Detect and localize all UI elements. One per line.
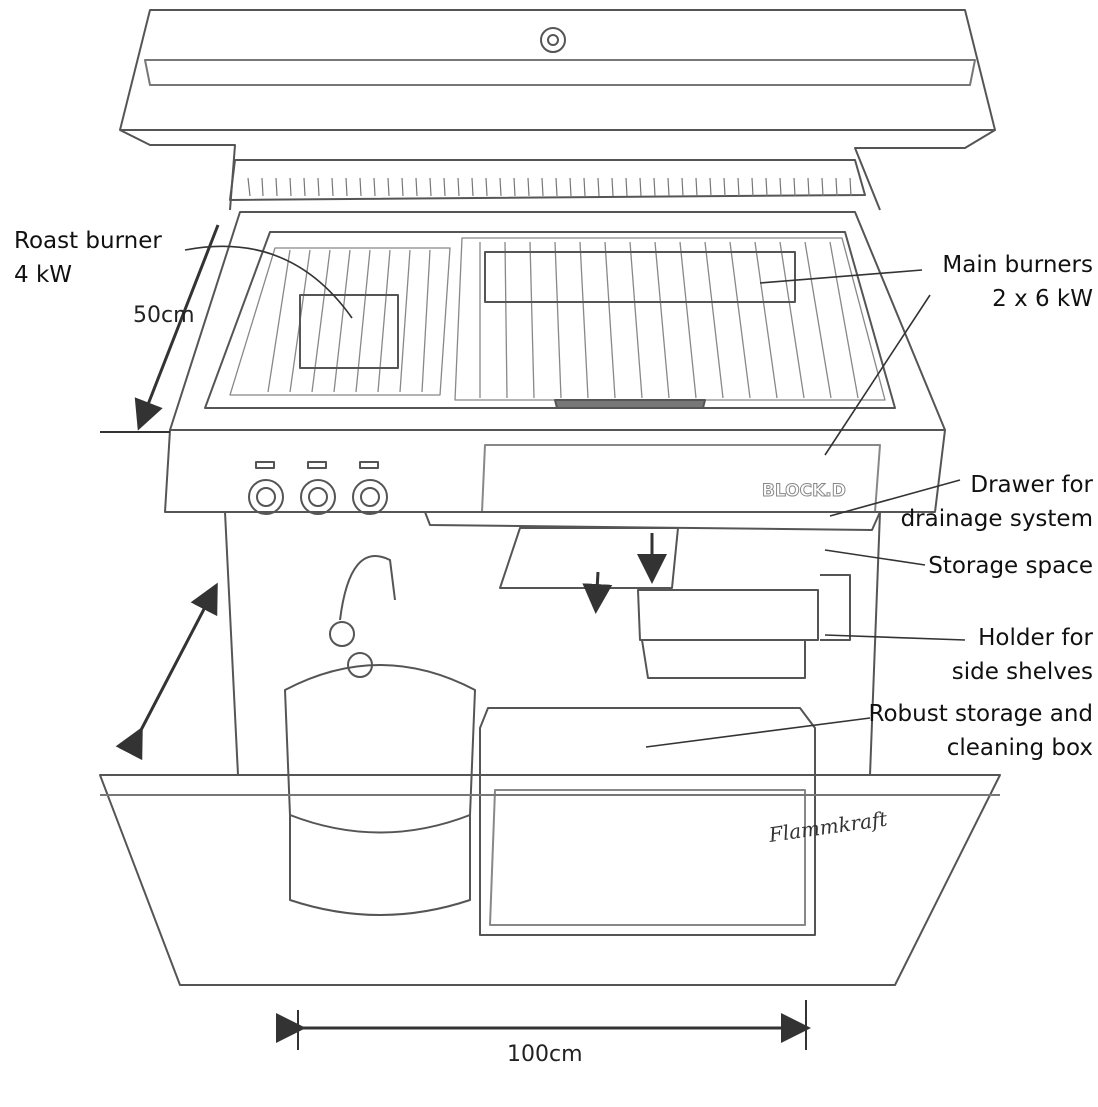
label-roast-burner: Roast burner 4 kW [14, 224, 162, 292]
storage-box [479, 707, 816, 936]
roast-burner-line2: 4 kW [14, 262, 73, 288]
drawer-line1: Drawer for [970, 472, 1093, 498]
label-holder: Holder for side shelves [952, 621, 1093, 689]
control-knobs [248, 461, 388, 515]
roast-basket [299, 294, 399, 369]
gas-bottle [284, 555, 476, 916]
depth-dimension: 50cm [133, 303, 195, 328]
holder-line2: side shelves [951, 659, 1093, 685]
label-box: Robust storage and cleaning box [869, 697, 1093, 765]
height-adjust-arrow [115, 582, 218, 761]
box-line2: cleaning box [946, 735, 1093, 761]
depth-arrow [134, 224, 220, 431]
main-burners-line2: 2 x 6 kW [992, 286, 1093, 312]
label-main-burners: Main burners 2 x 6 kW [942, 248, 1093, 316]
hood [119, 9, 996, 211]
holder-line1: Holder for [978, 625, 1093, 651]
signature-logo: Flammkraft [766, 806, 889, 847]
vent-slots [247, 177, 852, 197]
main-burners-line1: Main burners [942, 252, 1093, 278]
label-drawer: Drawer for drainage system [901, 468, 1093, 536]
base-frame [99, 774, 1001, 986]
roast-burner-line1: Roast burner [14, 228, 162, 254]
label-storage-space: Storage space [928, 553, 1093, 579]
panel-logo: BLOCK.D [762, 481, 846, 501]
drawer-line2: drainage system [900, 506, 1093, 532]
grates [229, 237, 886, 401]
width-dimension: 100cm [507, 1042, 583, 1067]
box-line1: Robust storage and [868, 701, 1093, 727]
main-burner-tube [484, 251, 796, 303]
